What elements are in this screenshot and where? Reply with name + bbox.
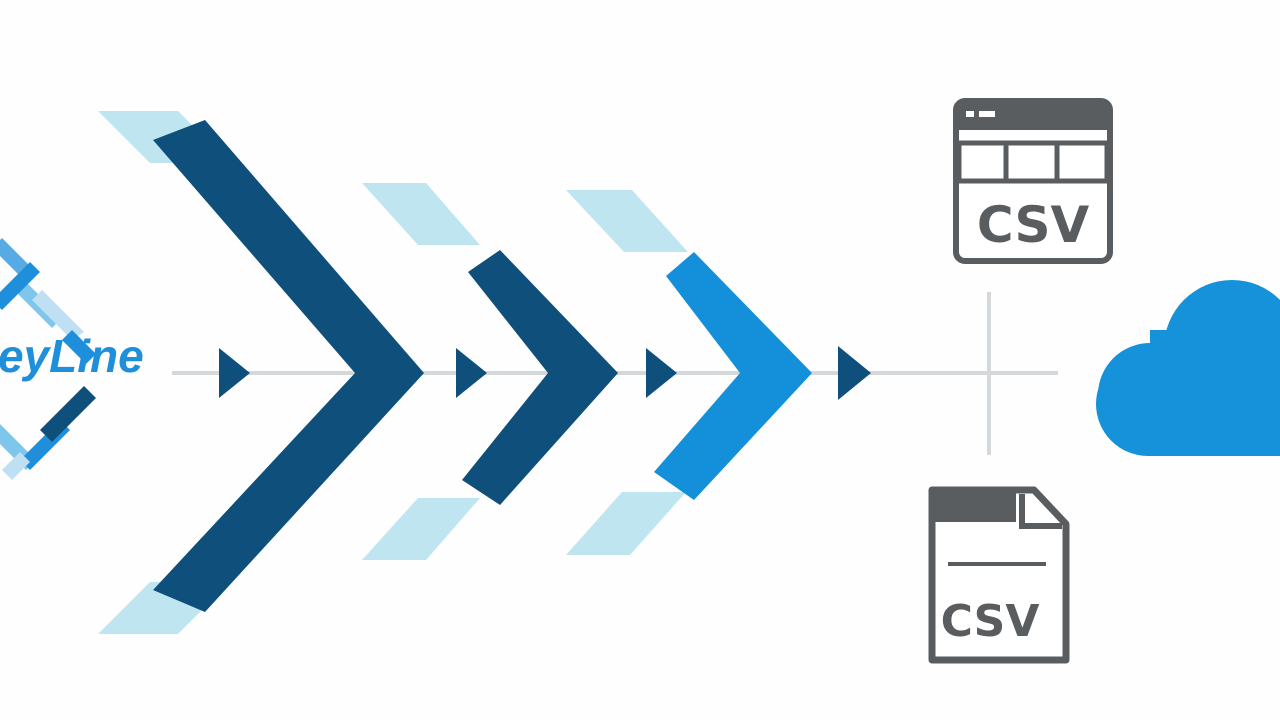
csv-table-icon: CSV — [953, 98, 1113, 264]
flow-arrow-2-icon — [456, 348, 487, 398]
logo-text: eyLine — [0, 330, 144, 382]
csv-file-icon: CSV — [928, 486, 1070, 664]
flow-arrow-1-icon — [219, 348, 250, 398]
csv-file-label: CSV — [941, 596, 1040, 647]
flow-arrow-4-icon — [838, 346, 871, 400]
chevron-stage-1 — [98, 111, 424, 634]
chevron-stage-2 — [362, 183, 618, 560]
csv-table-label: CSV — [977, 196, 1090, 254]
cloud-icon — [1096, 280, 1280, 456]
chevron-stage-3 — [566, 190, 812, 555]
logo-mark — [0, 238, 96, 480]
flow-arrow-3-icon — [646, 348, 677, 398]
